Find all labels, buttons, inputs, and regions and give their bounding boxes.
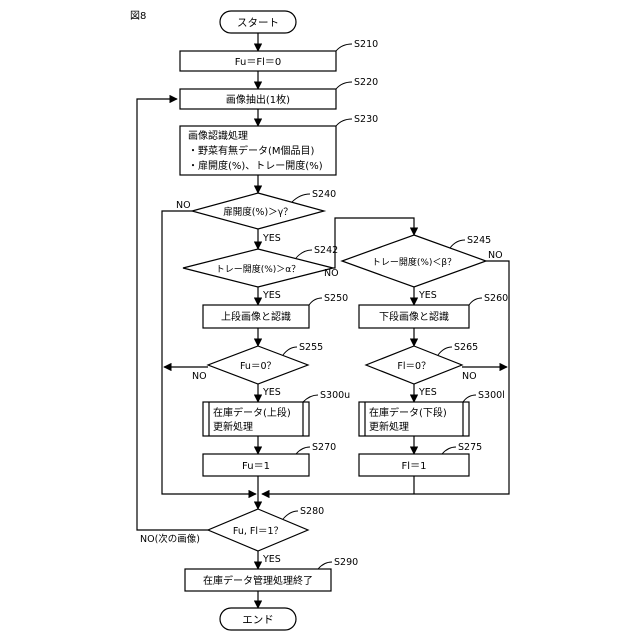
s250-text: 上段画像と認識 <box>221 310 291 323</box>
s265-id: S265 <box>454 342 478 353</box>
s220-text: 画像抽出(1枚) <box>226 93 290 106</box>
s230-line-3: ・扉開度(%)、トレー開度(%) <box>188 159 323 172</box>
s240-yes-label: YES <box>262 233 281 244</box>
s290-text: 在庫データ管理処理終了 <box>203 574 313 587</box>
s260-leader <box>469 298 482 305</box>
s210-id: S210 <box>354 39 378 50</box>
s270-text: Fu＝1 <box>242 461 270 472</box>
s210-text: Fu＝Fl＝0 <box>235 57 281 68</box>
s275-text: Fl＝1 <box>402 461 427 472</box>
s270-id: S270 <box>312 442 336 453</box>
s230-line-2: ・野菜有無データ(M個品目) <box>188 144 315 157</box>
s290-leader <box>318 562 332 569</box>
s260-id: S260 <box>484 293 508 304</box>
s280-leader <box>283 511 298 519</box>
s240-no-label: NO <box>176 200 191 211</box>
s245-no-label: NO <box>488 250 503 261</box>
s240-text: 扉開度(%)＞γ？ <box>223 206 293 218</box>
s255-leader <box>283 347 297 355</box>
s255-id: S255 <box>299 342 323 353</box>
s250-id: S250 <box>324 293 348 304</box>
s255-yes-label: YES <box>262 387 281 398</box>
s270-leader <box>296 447 310 454</box>
s242-text: トレー開度(%)＞α？ <box>216 263 301 275</box>
s275-leader <box>442 447 456 454</box>
s242-leader <box>296 250 312 258</box>
s300u-line-2: 更新処理 <box>213 420 253 433</box>
s245-yes-label: YES <box>418 290 437 301</box>
s300u-leader <box>303 395 318 402</box>
figure-label: 図8 <box>130 10 146 22</box>
s300l-line-1: 在庫データ(下段) <box>369 406 447 419</box>
start-label: スタート <box>237 17 279 29</box>
s265-no-label: NO <box>462 371 477 382</box>
s280-yes-label: YES <box>262 554 281 565</box>
s255-no-label: NO <box>192 371 207 382</box>
s275-id: S275 <box>458 442 482 453</box>
s280-text: Fu, Fl＝1？ <box>233 526 283 537</box>
s300l-id: S300l <box>478 390 505 401</box>
s245-text: トレー開度(%)＜β？ <box>372 256 456 268</box>
s240-leader <box>292 194 310 202</box>
s300u-line-1: 在庫データ(上段) <box>213 406 291 419</box>
end-label: エンド <box>242 614 274 626</box>
s242-no-label: NO <box>324 268 339 279</box>
s290-id: S290 <box>334 557 358 568</box>
s220-leader <box>336 82 352 89</box>
s242-yes-label: YES <box>262 290 281 301</box>
s265-yes-label: YES <box>418 387 437 398</box>
s265-text: Fl＝0？ <box>397 361 430 372</box>
s220-id: S220 <box>354 77 378 88</box>
s242-id: S242 <box>314 245 338 256</box>
s280-id: S280 <box>300 506 324 517</box>
s230-leader <box>336 119 352 126</box>
s245-leader <box>450 240 465 248</box>
s265-leader <box>438 347 452 355</box>
s300l-leader <box>463 395 476 402</box>
s240-id: S240 <box>312 189 336 200</box>
s300u-id: S300u <box>320 390 350 401</box>
s260-text: 下段画像と認識 <box>379 310 449 323</box>
s210-leader <box>336 44 352 51</box>
s250-leader <box>309 298 322 305</box>
s245-id: S245 <box>467 235 491 246</box>
s280-no-label: NO(次の画像) <box>140 533 200 545</box>
s230-line-1: 画像認識処理 <box>188 129 248 142</box>
s255-text: Fu＝0？ <box>240 361 276 372</box>
s230-id: S230 <box>354 114 378 125</box>
s300l-line-2: 更新処理 <box>369 420 409 433</box>
